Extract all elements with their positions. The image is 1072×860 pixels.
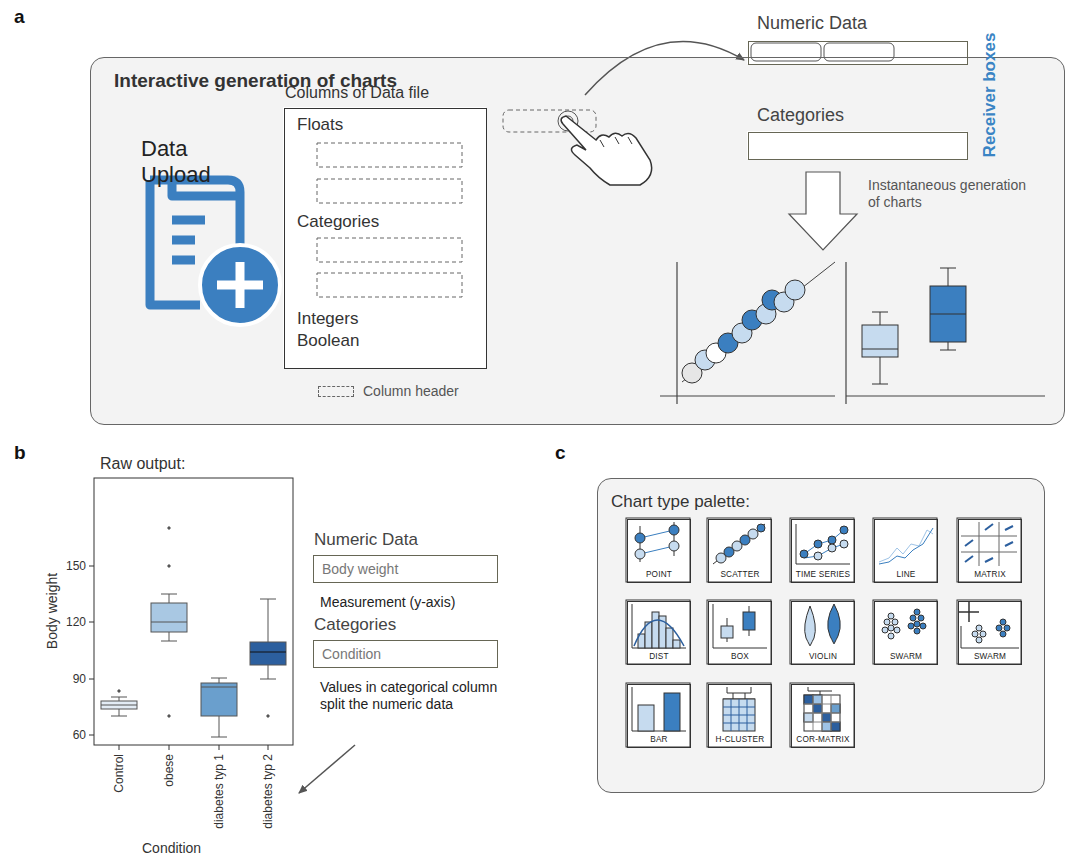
tile-label: POINT	[628, 570, 690, 579]
tile-label: MATRIX	[959, 570, 1021, 579]
receiver-box: Numeric Data	[748, 41, 968, 65]
box-heading: Numeric Data	[757, 13, 867, 34]
text-label: Receiver boxes	[980, 33, 1000, 158]
chart-type-tile: COR-MATRIX	[791, 684, 855, 748]
tile-label: DIST	[628, 652, 690, 661]
tile-label: SWARM	[959, 652, 1021, 661]
chart-type-tile: SCATTER	[708, 519, 772, 583]
category-label: diabetes typ 1	[212, 754, 226, 829]
box-text: Integers	[297, 309, 358, 329]
tile-label: TIME SERIES	[792, 570, 854, 579]
receiver-box: CategoriesCondition	[313, 640, 498, 668]
text-label: Body weight	[44, 573, 61, 649]
category-label: obese	[162, 754, 176, 787]
text-label: Raw output:	[100, 454, 185, 473]
box-heading: Categories	[314, 615, 396, 635]
tile-label: SCATTER	[709, 570, 771, 579]
text-label: b	[14, 442, 26, 465]
text-label: a	[14, 6, 25, 29]
chart-type-tile: BOX	[708, 601, 772, 665]
panel-box: Interactive generation of chartsColumns …	[90, 57, 1065, 425]
chart-type-tile: SWARM	[958, 601, 1022, 665]
tick-label: 120	[66, 615, 86, 629]
tile-label: BAR	[628, 735, 690, 744]
legend-swatch	[318, 386, 354, 397]
chart-type-tile: MATRIX	[958, 519, 1022, 583]
chart-type-tile: LINE	[874, 519, 938, 583]
text-label: c	[555, 442, 566, 465]
tick-label: 60	[73, 728, 86, 742]
box-text: Boolean	[297, 331, 359, 351]
text-label: Measurement (y-axis)	[320, 594, 455, 611]
text-label: Data Upload	[141, 136, 231, 189]
box-heading: Categories	[757, 105, 844, 126]
tile-label: BOX	[709, 652, 771, 661]
chart-type-tile: TIME SERIES	[791, 519, 855, 583]
palette-box: Chart type palette: POINT SCATTER TIME SERI…	[597, 478, 1045, 793]
tile-label: COR-MATRIX	[792, 735, 854, 744]
box-text: Condition	[322, 646, 381, 662]
receiver-box: Categories	[748, 132, 968, 160]
chart-type-tile: H-CLUSTER	[708, 684, 772, 748]
box-text: Floats	[297, 115, 343, 135]
tile-label: VIOLIN	[792, 652, 854, 661]
column-list-box: Columns of Data fileFloatsCategoriesInte…	[284, 108, 487, 369]
chart-type-tile: BAR	[627, 684, 691, 748]
box-text: Body weight	[322, 561, 398, 577]
text-label: Values in categorical column split the n…	[320, 679, 525, 713]
category-label: Control	[112, 754, 126, 793]
text-label: Instantaneous generation of charts	[868, 177, 1028, 211]
tick-label: 150	[66, 559, 86, 573]
box-heading: Columns of Data file	[285, 84, 429, 102]
receiver-box: Numeric DataBody weight	[313, 555, 498, 583]
box-heading: Chart type palette:	[611, 492, 750, 512]
chart-type-tile: DIST	[627, 601, 691, 665]
tile-label: SWARM	[875, 652, 937, 661]
legend-text: Column header	[363, 383, 459, 400]
tile-label: LINE	[875, 570, 937, 579]
tile-label: H-CLUSTER	[709, 735, 771, 744]
text-label: Condition	[142, 840, 201, 857]
tick-label: 90	[73, 672, 86, 686]
chart-type-tile: SWARM	[874, 601, 938, 665]
box-text: Categories	[297, 212, 379, 232]
category-label: diabetes typ 2	[261, 754, 275, 829]
box-heading: Numeric Data	[314, 530, 418, 550]
chart-type-tile: POINT	[627, 519, 691, 583]
chart-type-tile: VIOLIN	[791, 601, 855, 665]
